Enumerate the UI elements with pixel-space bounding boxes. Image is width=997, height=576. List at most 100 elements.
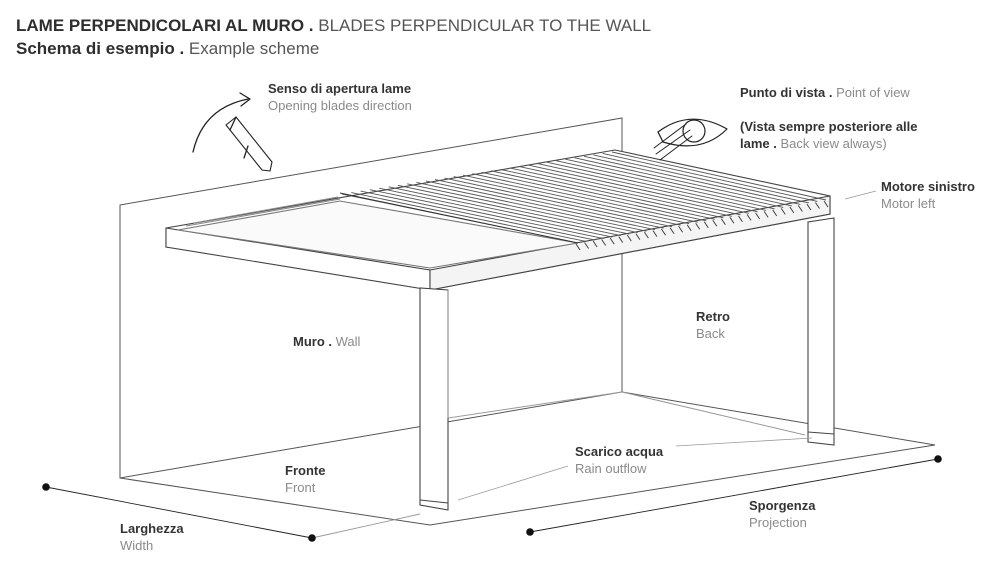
opening-it: Senso di apertura lame — [268, 81, 412, 96]
roof-blade — [500, 168, 724, 219]
motor-it: Motore sinistro — [881, 179, 975, 194]
roof-blade — [593, 154, 809, 204]
blade-front-edge — [339, 192, 579, 244]
roof-blade — [583, 155, 801, 205]
blade-end — [678, 225, 683, 233]
blade-end — [703, 221, 709, 229]
wall-en: Wall — [335, 334, 361, 349]
blade-end — [712, 220, 718, 227]
width-it: Larghezza — [120, 521, 184, 536]
roof-blade — [416, 181, 647, 232]
rail-line-1 — [185, 198, 341, 227]
blade-end — [575, 243, 581, 251]
back-view-label: (Vista sempre posteriore alle lame . Bac… — [740, 118, 918, 152]
blade-end — [661, 228, 666, 236]
roof-blade — [397, 184, 630, 235]
page-subtitle: Schema di esempio . Example scheme — [16, 39, 319, 59]
blade-end — [626, 234, 632, 242]
front-label: Fronte Front — [285, 462, 325, 496]
roof-blade — [462, 174, 690, 225]
page-title: LAME PERPENDICOLARI AL MURO . BLADES PER… — [16, 16, 651, 36]
rain-en: Rain outflow — [575, 461, 647, 476]
blade-end — [789, 206, 795, 214]
roof-blade — [388, 186, 621, 237]
width-dimension-line — [45, 486, 313, 539]
back-en: Back — [696, 326, 725, 341]
motor-label: Motore sinistro Motor left — [881, 178, 975, 212]
rail-line-2 — [193, 196, 339, 224]
width-extension — [311, 513, 421, 539]
front-it: Fronte — [285, 463, 326, 478]
roof-blade — [509, 167, 733, 217]
opening-direction-label: Senso di apertura lame Opening blades di… — [268, 80, 412, 114]
roof-blade — [351, 192, 587, 242]
blade-group — [339, 151, 829, 251]
blade-end — [763, 211, 769, 218]
rain-leader-1 — [457, 465, 569, 501]
roof-blade — [407, 183, 638, 234]
roof-blade — [574, 157, 792, 207]
roof-blade — [435, 179, 664, 229]
subtitle-en: Example scheme — [188, 39, 320, 58]
rain-leader-2 — [675, 437, 813, 447]
blade-end — [772, 209, 778, 217]
motor-en: Motor left — [881, 196, 936, 211]
roof-blade — [481, 171, 707, 222]
blade-end — [780, 208, 786, 215]
roof-blade — [379, 187, 613, 238]
point-of-view-label: Punto di vista . Point of view — [740, 84, 910, 101]
blade-end — [746, 214, 752, 221]
projection-label: Sporgenza Projection — [749, 497, 815, 531]
roof-blade — [444, 177, 673, 228]
blade-end — [686, 224, 692, 231]
width-label: Larghezza Width — [120, 520, 184, 554]
width-en: Width — [120, 538, 154, 553]
subtitle-it: Schema di esempio . — [16, 39, 185, 58]
title-en: BLADES PERPENDICULAR TO THE WALL — [318, 16, 652, 35]
back-view-it: lame . — [740, 136, 777, 151]
back-it: Retro — [696, 309, 730, 324]
curved-arrow-icon — [192, 92, 251, 153]
blade-end — [823, 200, 829, 208]
width-end-dot — [308, 534, 316, 542]
roof-blade — [611, 151, 827, 201]
eye-icon — [653, 118, 728, 161]
blade-end — [721, 218, 726, 226]
roof-blade — [602, 153, 818, 202]
motor-leader — [844, 190, 877, 200]
blade-end — [618, 236, 624, 243]
blade-end — [601, 239, 607, 246]
blade-end — [806, 203, 812, 211]
front-post-base — [419, 499, 449, 504]
wall-it: Muro . — [293, 334, 332, 349]
blade-end — [652, 230, 658, 237]
pov-it: Punto di vista — [740, 85, 826, 100]
front-en: Front — [285, 480, 316, 495]
wall-label: Muro . Wall — [293, 333, 360, 350]
roof-blade — [518, 166, 741, 216]
roof-blade — [556, 160, 775, 210]
roof-blade — [425, 180, 656, 231]
roof-blade — [369, 189, 604, 239]
blade-end — [729, 217, 735, 224]
front-post — [419, 287, 449, 511]
title-it: LAME PERPENDICOLARI AL MURO . — [16, 16, 314, 35]
projection-start-dot — [526, 528, 534, 536]
blade-end — [755, 212, 760, 220]
back-label: Retro Back — [696, 308, 730, 342]
ground-back-line — [621, 391, 806, 436]
blade-end — [644, 231, 649, 239]
roof-blade — [490, 170, 715, 220]
roof-blade — [453, 176, 681, 226]
width-start-dot — [42, 483, 50, 491]
rain-outflow-label: Scarico acqua Rain outflow — [575, 443, 663, 477]
roof-blade — [360, 190, 596, 241]
roof-blade — [546, 161, 767, 211]
blade-end — [695, 222, 701, 230]
projection-end-dot — [934, 455, 942, 463]
blade-end — [635, 233, 641, 240]
projection-en: Projection — [749, 515, 807, 530]
opening-en: Opening blades direction — [268, 98, 412, 113]
ground-outline — [119, 391, 936, 526]
